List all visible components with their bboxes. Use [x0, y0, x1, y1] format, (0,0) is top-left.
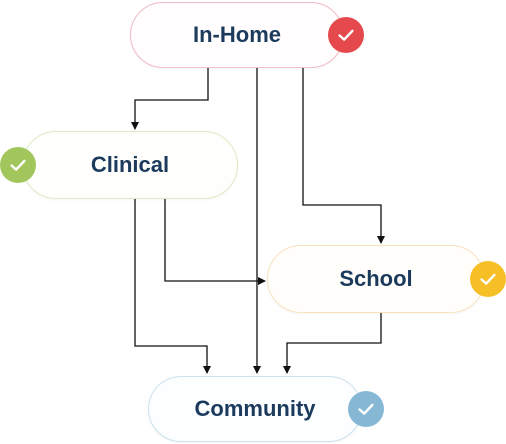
node-in-home-label: In-Home [193, 22, 281, 47]
check-icon [470, 261, 506, 297]
node-clinical: Clinical [22, 131, 238, 199]
node-in-home: In-Home [130, 2, 344, 68]
edge-inhome-school [302, 68, 385, 244]
edge-clinical-school [164, 199, 266, 285]
check-icon [0, 147, 36, 183]
edge-school-community [283, 313, 382, 374]
node-clinical-label: Clinical [90, 152, 170, 177]
node-community-label: Community [194, 396, 316, 421]
node-community: Community [148, 376, 362, 442]
check-icon [348, 391, 384, 427]
edge-inhome-clinical [131, 68, 209, 130]
edge-clinical-community [134, 199, 211, 374]
check-icon [328, 17, 364, 53]
node-school: School [267, 245, 485, 313]
node-school-label: School [339, 266, 413, 291]
